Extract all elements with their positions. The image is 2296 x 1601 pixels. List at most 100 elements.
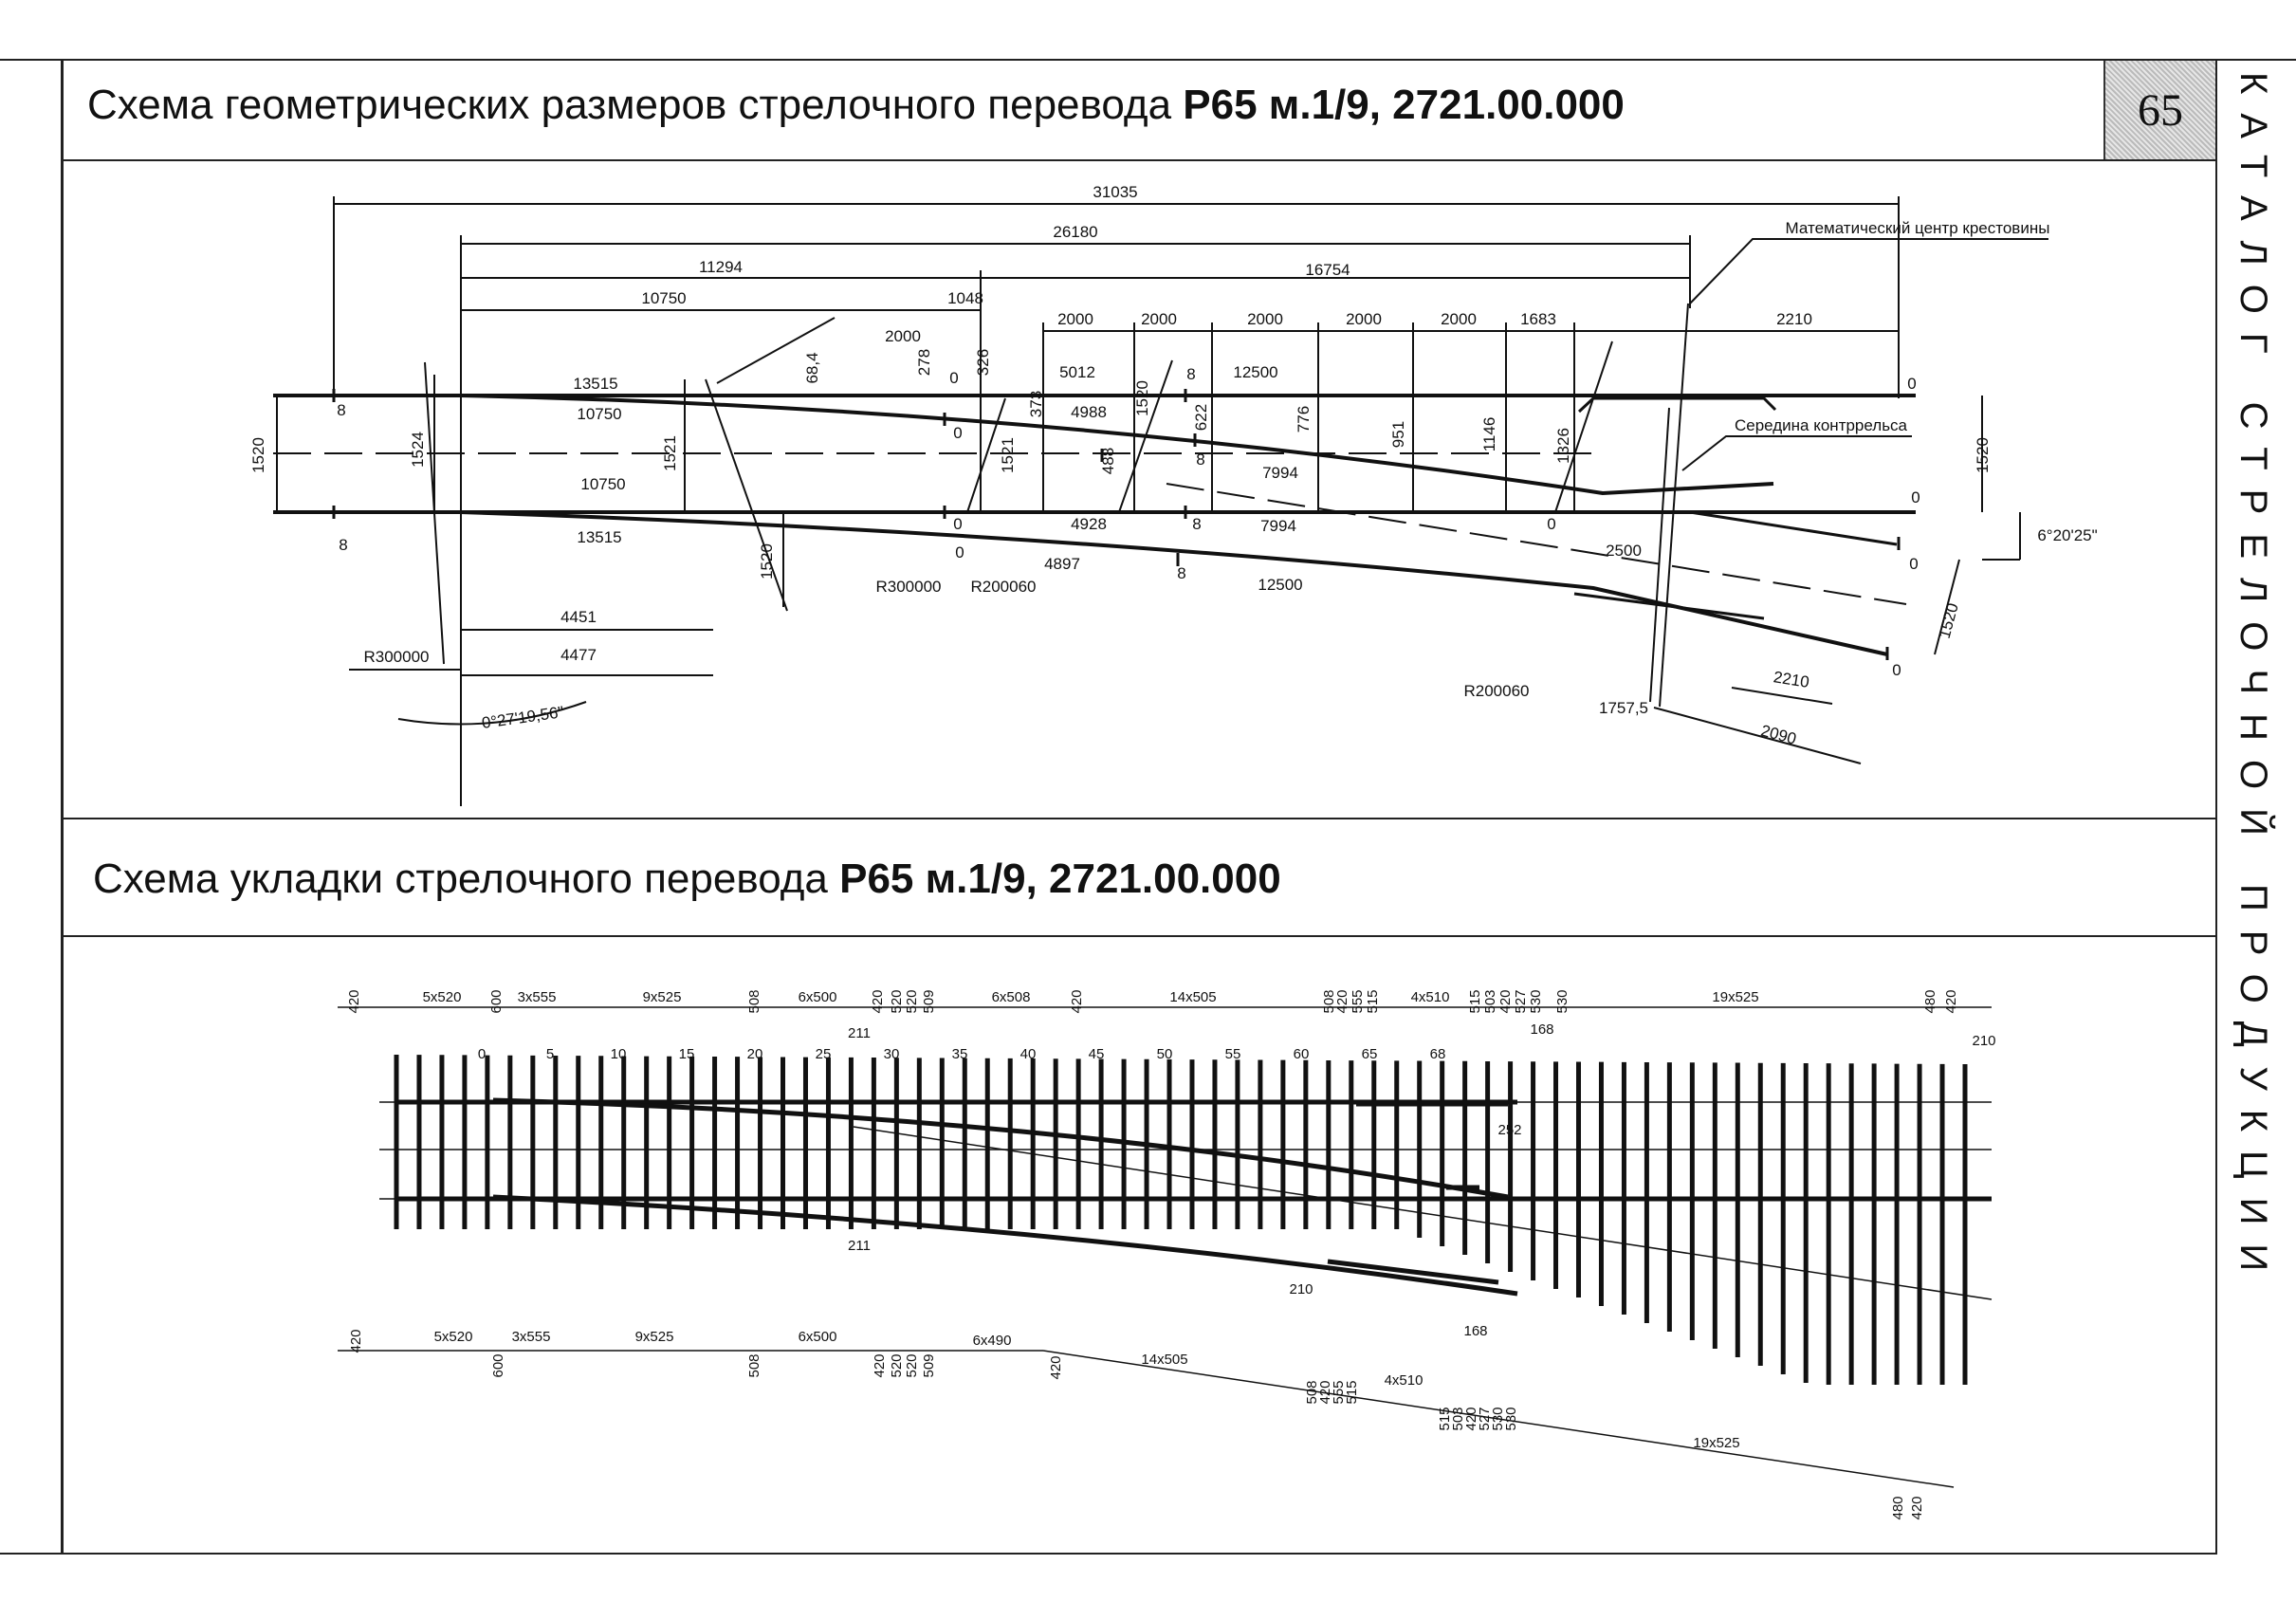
vertical-label: 1520 bbox=[249, 437, 267, 473]
vertical-label: 1520 bbox=[1974, 437, 1992, 473]
leader-math-center bbox=[1689, 238, 2048, 304]
dim-label: 2210 bbox=[1776, 310, 1812, 328]
layout-bottom-group-label: 420 bbox=[1048, 1355, 1064, 1379]
dim-label: R300000 bbox=[875, 578, 941, 596]
layout-top-mark: 210 bbox=[1972, 1033, 1995, 1049]
layout-bottom-group-label: 508 bbox=[746, 1353, 762, 1377]
layout-bottom-group-label: 520 bbox=[904, 1353, 920, 1377]
dim-label: 2000 bbox=[885, 327, 921, 345]
layout-bottom-group-label: 520 bbox=[889, 1353, 905, 1377]
slant-line bbox=[1554, 340, 1613, 513]
zero-mark: 8 bbox=[337, 401, 345, 419]
leader-guard-center bbox=[1681, 435, 1912, 471]
layout-top-group-label: 4x510 bbox=[1411, 989, 1450, 1005]
sleeper-number: 60 bbox=[1294, 1046, 1310, 1062]
vertical-label: 622 bbox=[1192, 404, 1210, 431]
annotation-math-center: Математический центр крестовины bbox=[1786, 219, 2050, 237]
layout-bottom-group-label: 530 bbox=[1490, 1407, 1506, 1430]
zero-mark: 0 bbox=[953, 515, 962, 533]
layout-top-group-label: 420 bbox=[870, 989, 886, 1013]
dim-label: R300000 bbox=[363, 648, 429, 666]
layout-bottom-group-label: 9x525 bbox=[635, 1329, 674, 1345]
title-plain-part: Схема геометрических размеров стрелочног… bbox=[87, 82, 1184, 128]
frame-top-rule bbox=[0, 59, 2296, 61]
layout-bottom-group-label: 420 bbox=[1909, 1496, 1925, 1519]
zero-mark: 8 bbox=[1192, 515, 1201, 533]
slant-line bbox=[424, 361, 445, 665]
dim-label: 4477 bbox=[560, 646, 597, 664]
layout-top-group-label: 509 bbox=[921, 989, 937, 1013]
vertical-label: 1524 bbox=[409, 432, 427, 468]
sleeper-number: 0 bbox=[478, 1046, 486, 1062]
dim-label: 10750 bbox=[577, 405, 621, 423]
layout-bottom-group-label: 420 bbox=[348, 1329, 364, 1353]
frame-right-border bbox=[2215, 61, 2217, 1555]
dim-label: 7994 bbox=[1262, 464, 1298, 482]
layout-top-group-label: 420 bbox=[1497, 989, 1514, 1013]
guard-rail bbox=[1573, 592, 1765, 620]
dim-label: 1757,5 bbox=[1599, 699, 1648, 717]
layout-top-mark: 168 bbox=[1530, 1021, 1553, 1038]
gauge-1520-end bbox=[1934, 559, 1960, 655]
layout-scheme-title: Схема укладки стрелочного перевода Р65 м… bbox=[93, 856, 1281, 903]
layout-bottom-group-label: 19x525 bbox=[1693, 1435, 1739, 1451]
layout-bottom-mark: 168 bbox=[1463, 1323, 1487, 1339]
sleeper-number: 15 bbox=[679, 1046, 695, 1062]
layout-bottom-group-label: 509 bbox=[921, 1353, 937, 1377]
layout-top-group-label: 503 bbox=[1482, 989, 1498, 1013]
layout-bottom-group-label: 503 bbox=[1450, 1407, 1466, 1430]
dim-label: 2500 bbox=[1606, 542, 1642, 560]
section1-header-rule bbox=[61, 159, 2217, 161]
sleeper-number: 50 bbox=[1157, 1046, 1173, 1062]
zero-mark: 0 bbox=[1909, 555, 1918, 573]
dim-label: 11294 bbox=[699, 258, 743, 276]
sleepers-group bbox=[394, 1055, 1968, 1385]
slant-line bbox=[1118, 359, 1173, 513]
layout-bottom-group-label: 600 bbox=[490, 1353, 506, 1377]
rail-diverging-upper bbox=[460, 394, 1774, 496]
layout-top-group-label: 555 bbox=[1350, 989, 1366, 1013]
layout-bottom-group-label: 6x500 bbox=[799, 1329, 837, 1345]
center-line-diverging bbox=[1166, 483, 1907, 605]
rail-diverging-lower bbox=[460, 510, 1888, 656]
sleeper-number: 5 bbox=[546, 1046, 554, 1062]
vertical-label: 951 bbox=[1389, 421, 1407, 448]
layout-top-group-label: 520 bbox=[904, 989, 920, 1013]
dim-label: 16754 bbox=[1305, 261, 1350, 279]
dim-label: 2000 bbox=[1057, 310, 1093, 328]
rail-diverging-lower bbox=[492, 1194, 1518, 1297]
sleeper-number: 45 bbox=[1089, 1046, 1105, 1062]
layout-top-group-label: 9x525 bbox=[643, 989, 682, 1005]
rail-diverging-upper bbox=[492, 1097, 1509, 1200]
vertical-label: 776 bbox=[1295, 406, 1313, 432]
layout-bottom-group-label: 515 bbox=[1344, 1380, 1360, 1404]
layout-top-group-label: 420 bbox=[1943, 989, 1959, 1013]
layout-bottom-group-label: 530 bbox=[1503, 1407, 1519, 1430]
crossing-rails bbox=[1327, 1101, 1508, 1285]
layout-bottom-group-label: 508 bbox=[1304, 1380, 1320, 1404]
dim-label: 1683 bbox=[1520, 310, 1556, 328]
vertical-label: 278 bbox=[915, 349, 933, 376]
vertical-label: 488 bbox=[1099, 448, 1117, 474]
layout-top-group-label: 5x520 bbox=[423, 989, 462, 1005]
sleeper-number: 25 bbox=[816, 1046, 832, 1062]
section-divider bbox=[61, 818, 2217, 819]
layout-top-group-label: 600 bbox=[488, 989, 505, 1013]
vertical-label: 1326 bbox=[1554, 428, 1572, 464]
layout-top-group-label: 420 bbox=[346, 989, 362, 1013]
page-number-badge: 65 bbox=[2103, 61, 2215, 159]
vertical-label: 68,4 bbox=[803, 352, 821, 383]
joint-markers bbox=[332, 389, 1901, 660]
zero-mark: 0 bbox=[949, 369, 958, 387]
dim-label: 4988 bbox=[1071, 403, 1107, 421]
vertical-label: 1520 bbox=[1133, 380, 1151, 416]
sleeper-number: 40 bbox=[1020, 1046, 1037, 1062]
sleeper-number: 30 bbox=[884, 1046, 900, 1062]
dim-label: 13515 bbox=[577, 528, 621, 546]
zero-mark: 8 bbox=[339, 536, 347, 554]
vertical-label: 373 bbox=[1027, 391, 1045, 417]
dim-2090 bbox=[1653, 707, 1862, 764]
title-bold-part: Р65 м.1/9, 2721.00.000 bbox=[1183, 82, 1625, 128]
